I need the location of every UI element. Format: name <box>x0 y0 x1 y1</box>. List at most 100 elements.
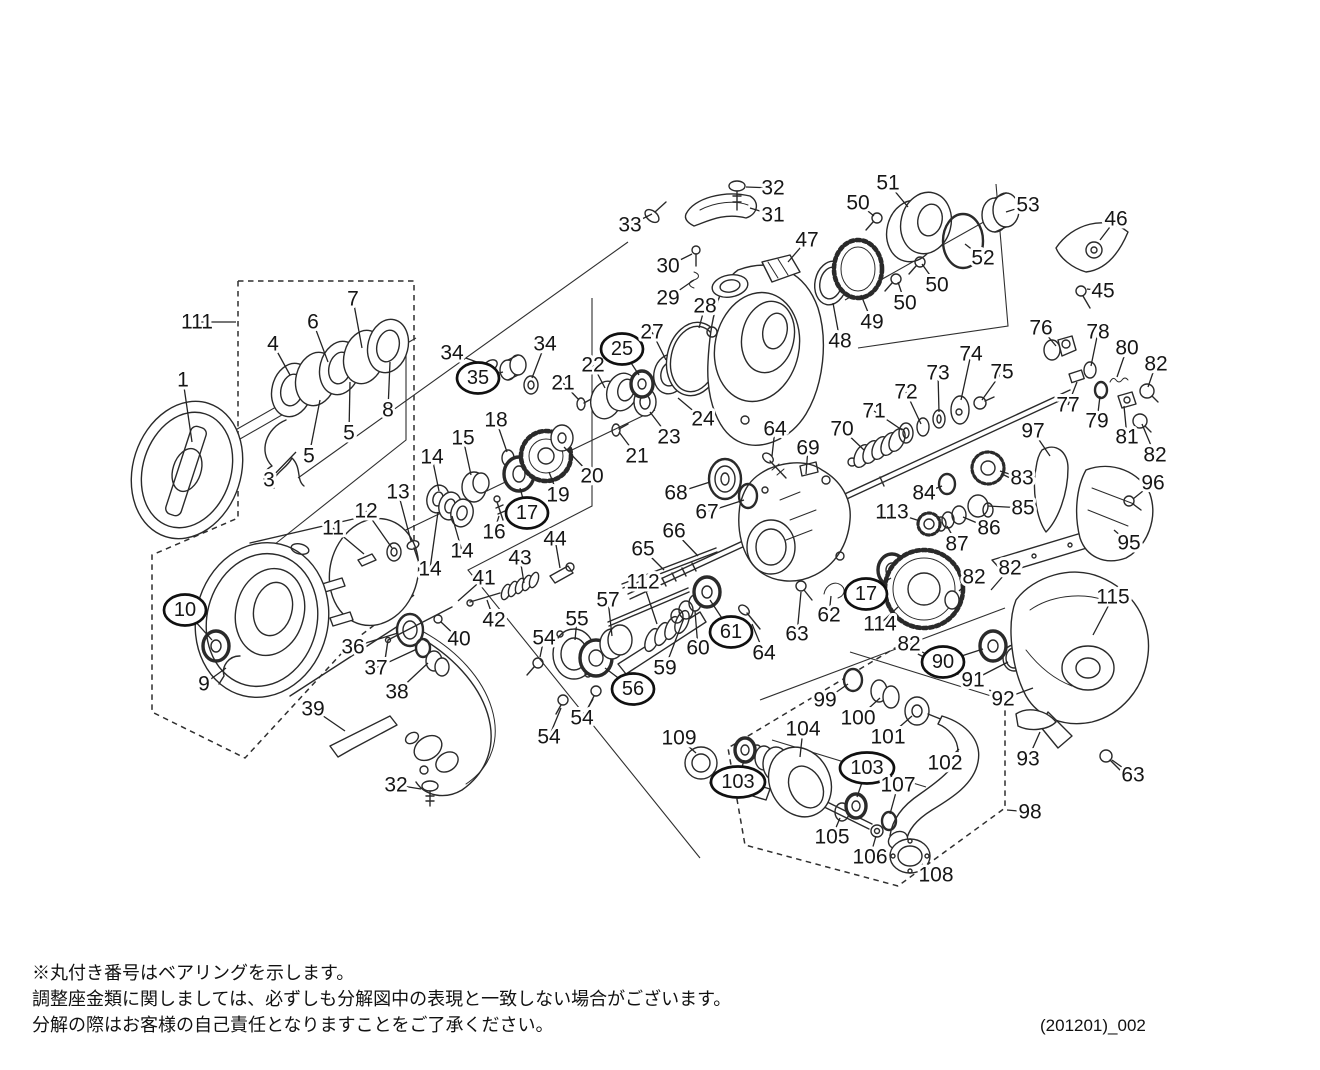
part-callout-80: 80 <box>1112 334 1142 378</box>
part-number: 81 <box>1115 426 1138 449</box>
leader-line <box>649 411 670 438</box>
part-callout-82: 82 <box>1141 350 1171 388</box>
part-number: 5 <box>303 445 315 468</box>
part-number: 82 <box>1144 353 1167 376</box>
leader-line <box>678 737 697 754</box>
leader-line <box>581 698 594 719</box>
leader-line <box>946 525 958 545</box>
part-callout-96: 96 <box>1132 469 1168 500</box>
leader-line <box>519 557 525 584</box>
part-callout-65: 65 <box>628 535 665 571</box>
part-number: 14 <box>420 446 444 469</box>
part-number: 27 <box>640 321 663 344</box>
part-callout-5: 5 <box>340 381 358 448</box>
leader-line <box>618 431 638 457</box>
part-number: 95 <box>1117 532 1140 555</box>
callout-layer: 1345567891011121314141415161717181920212… <box>162 169 1171 890</box>
leader-line <box>990 567 1011 591</box>
drag-knob-drawing <box>130 318 410 540</box>
part-number: 86 <box>977 517 1000 540</box>
part-callout-54: 54 <box>529 624 559 658</box>
part-callout-107: 107 <box>877 771 919 815</box>
part-callout-14: 14 <box>417 443 447 492</box>
leader-line <box>365 510 393 549</box>
part-callout-15: 15 <box>448 424 478 476</box>
leader-line <box>352 298 363 349</box>
rotor-nut-drawing <box>813 191 1129 309</box>
part-number: 79 <box>1085 410 1108 433</box>
part-callout-40: 40 <box>440 621 474 654</box>
part-number: 73 <box>926 362 949 385</box>
leader-line <box>999 470 1023 479</box>
leader-line <box>486 599 495 621</box>
leader-line <box>531 343 546 379</box>
part-number: 59 <box>653 657 676 680</box>
leader-line <box>799 728 804 758</box>
part-number: 5 <box>343 422 355 445</box>
part-number: 19 <box>546 484 569 507</box>
leader-line <box>987 505 1024 509</box>
part-number: 76 <box>1029 317 1052 340</box>
part-callout-30: 30 <box>653 252 693 281</box>
part-number: 72 <box>894 381 917 404</box>
part-callout-74: 74 <box>956 340 986 401</box>
part-callout-50: 50 <box>890 281 920 318</box>
leader-line <box>923 485 943 494</box>
part-callout-34: 34 <box>437 339 486 368</box>
part-number: 55 <box>565 608 588 631</box>
part-callout-75: 75 <box>981 358 1017 401</box>
part-number: 28 <box>693 295 716 318</box>
part-callout-41: 41 <box>457 564 499 602</box>
part-number: 115 <box>1096 586 1129 609</box>
part-number: 11 <box>322 517 344 540</box>
part-callout-70: 70 <box>827 415 865 451</box>
leader-line <box>869 835 877 858</box>
part-callout-82: 82 <box>1140 423 1170 470</box>
part-callout-93: 93 <box>1013 731 1043 774</box>
leader-line <box>667 279 695 299</box>
part-callout-48: 48 <box>825 302 855 356</box>
part-callout-25-bearing: 25 <box>599 332 645 376</box>
part-number: 61 <box>720 621 742 643</box>
leader-line <box>548 707 562 738</box>
part-number: 77 <box>1056 394 1079 417</box>
leader-line <box>629 213 653 226</box>
part-number: 80 <box>1115 337 1138 360</box>
part-callout-68: 68 <box>661 479 711 508</box>
part-number: 113 <box>875 501 908 524</box>
part-callout-21: 21 <box>618 431 652 471</box>
part-number: 45 <box>1091 280 1114 303</box>
part-number: 23 <box>657 426 680 449</box>
part-number: 40 <box>447 628 470 651</box>
part-callout-61-bearing: 61 <box>708 599 754 649</box>
part-callout-82: 82 <box>990 554 1025 591</box>
leader-line <box>1141 423 1156 456</box>
main-shaft-drawing <box>627 389 1073 600</box>
leader-line <box>745 186 774 189</box>
part-callout-6: 6 <box>304 308 329 363</box>
leader-line <box>905 391 922 425</box>
part-number: 82 <box>897 633 920 656</box>
leader-line <box>831 817 841 838</box>
part-number: 42 <box>482 609 505 632</box>
part-callout-83: 83 <box>999 464 1037 493</box>
part-number: 53 <box>1016 194 1039 217</box>
part-number: 82 <box>1143 444 1166 467</box>
part-callout-52: 52 <box>964 243 998 273</box>
bearing-circle <box>708 615 754 649</box>
spool-shaft-parts-drawing <box>357 424 574 567</box>
part-callout-73: 73 <box>923 359 953 413</box>
part-number: 87 <box>945 533 968 556</box>
part-number: 46 <box>1104 208 1127 231</box>
part-callout-71: 71 <box>859 397 903 431</box>
part-callout-54: 54 <box>534 707 564 752</box>
leader-line <box>1032 430 1051 457</box>
leader-line <box>1067 381 1078 406</box>
leader-line <box>828 595 832 616</box>
part-number: 41 <box>472 567 495 590</box>
leader-line <box>457 577 485 602</box>
handle-group-box <box>727 644 1006 887</box>
part-callout-57: 57 <box>593 586 623 637</box>
